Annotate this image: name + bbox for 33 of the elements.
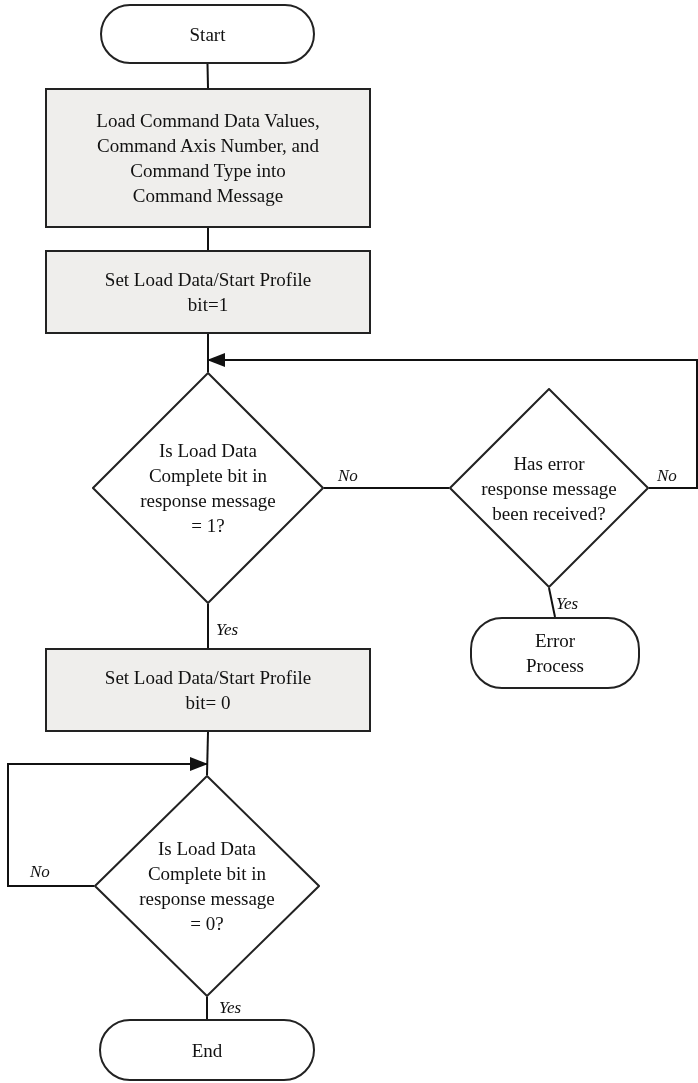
connector-line: [548, 587, 556, 618]
node-text: Start: [189, 22, 226, 47]
connector-line: [207, 227, 209, 251]
process-box: [45, 88, 371, 228]
edge-label: No: [30, 862, 50, 882]
process-box: [45, 648, 371, 732]
connector-line: [206, 63, 209, 89]
node-text: Set Load Data/Start Profile bit=1: [103, 268, 313, 317]
arrow: [7, 757, 208, 887]
connector-line: [206, 731, 209, 776]
process-box: [45, 250, 371, 334]
arrow: [207, 353, 698, 489]
terminal-box: [470, 617, 640, 689]
node-text: End: [191, 1038, 223, 1063]
node-text: Set Load Data/Start Profile bit= 0: [103, 666, 313, 715]
edge-label: Yes: [216, 620, 239, 640]
decision-diamond: [449, 388, 649, 588]
node-text: Has error response message been received?: [480, 451, 618, 526]
connector-line: [206, 996, 208, 1020]
decision-diamond: [94, 775, 320, 997]
decision-diamond: [92, 372, 324, 604]
connector-line: [207, 603, 209, 649]
node-text: Is Load Data Complete bit in response message = 0?: [138, 837, 276, 936]
terminal-box: [100, 4, 315, 64]
node-text: Is Load Data Complete bit in response message = 1?: [139, 439, 277, 538]
edge-label: Yes: [556, 594, 579, 614]
node-text: Load Command Data Values, Command Axis Number, and Command Type into Command Message: [95, 109, 321, 208]
edge-label: No: [338, 466, 358, 486]
connector-line: [323, 487, 450, 489]
connector-line: [207, 333, 209, 373]
edge-label: Yes: [219, 998, 242, 1018]
node-text: Error Process: [524, 629, 586, 678]
edge-label: No: [657, 466, 677, 486]
